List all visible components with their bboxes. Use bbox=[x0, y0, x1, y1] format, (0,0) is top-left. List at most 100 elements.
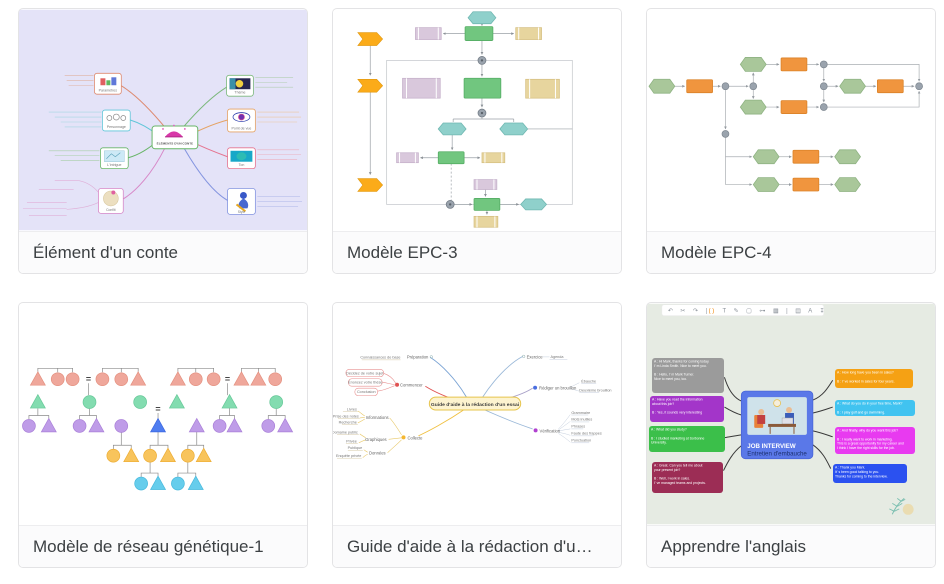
leaf-domaine-public: Domaine public bbox=[333, 430, 358, 434]
central-title-fr: Entretien d'embauche bbox=[747, 451, 807, 458]
dialogue-node-thanks: A : Thank you Mark. It' s been good talk… bbox=[833, 464, 907, 483]
svg-text:=: = bbox=[86, 374, 91, 384]
label-exercice: Exercice bbox=[527, 354, 544, 359]
generation-2-mint bbox=[29, 393, 284, 409]
collecte-sub-connectors bbox=[357, 410, 402, 458]
template-thumbnail bbox=[333, 9, 621, 231]
dialogue-node-sales: A : How long have you been in sales? B :… bbox=[835, 369, 913, 388]
epc4-diagram-preview bbox=[647, 9, 935, 231]
illustration-laptop bbox=[781, 417, 794, 425]
illustration-person-left-head bbox=[758, 409, 765, 415]
preparation-marker-icon bbox=[429, 355, 433, 359]
commencer-sub-connectors bbox=[377, 373, 396, 392]
dialogue-text: A : And finally, why do you want this jo… bbox=[837, 428, 904, 451]
proband-blue-triangle bbox=[149, 417, 167, 433]
illustration-person-right-head bbox=[786, 407, 792, 414]
label-graphiques: Graphiques bbox=[365, 437, 387, 442]
label-point-de-vue: Point de vue bbox=[232, 126, 252, 130]
toolbar-icons-group2: T ✎ ▢ ⊶ ▦ | ▤ A ↧ bbox=[722, 308, 827, 315]
template-card-guide-essai[interactable]: Guide d'aide à la rédaction d'un essai P… bbox=[332, 302, 622, 568]
leaf-recherche: Recherche bbox=[339, 420, 357, 424]
epc-connectors bbox=[368, 23, 573, 215]
right-sub-connectors bbox=[542, 356, 600, 444]
template-thumbnail: Guide d'aide à la rédaction d'un essai P… bbox=[333, 303, 621, 525]
dialogue-node-present-job: A : Great. Can you tell me about your pr… bbox=[652, 462, 723, 493]
generation-3-purple bbox=[22, 417, 294, 433]
topic-node-parametres: Paramètres bbox=[94, 72, 122, 95]
leaf-livres: Livres bbox=[347, 408, 357, 412]
toolbar-icons-group1: ↶ ✂ ↷ | bbox=[668, 308, 710, 315]
verification-dot bbox=[533, 428, 538, 433]
generation-5-cyan bbox=[134, 475, 204, 491]
dialogue-text: A : Hi Mark, thanks for coming today. I'… bbox=[654, 359, 710, 382]
template-card-element-conte[interactable]: Paramètres Personnage L'intrigue bbox=[18, 8, 308, 274]
template-card-epc4[interactable]: Modèle EPC-4 bbox=[646, 8, 936, 274]
template-thumbnail: ↶ ✂ ↷ | ( ) T ✎ ▢ ⊶ ▦ | ▤ A ↧ bbox=[647, 303, 935, 525]
leaf-decidez: Décidez de votre sujet bbox=[346, 371, 384, 375]
central-topic-node: JOB INTERVIEW Entretien d'embauche bbox=[740, 390, 814, 460]
epc3-diagram-preview bbox=[333, 9, 621, 231]
topic-node-theme: Thème bbox=[226, 74, 254, 97]
epc-connectors bbox=[674, 62, 921, 186]
leaf-mots-inutiles: Mots inutiles bbox=[571, 418, 592, 422]
epc-flag-shapes bbox=[357, 32, 384, 192]
dialogue-text: A : Have you read the information about … bbox=[652, 397, 703, 415]
svg-text:=: = bbox=[155, 404, 160, 414]
leaf-grammaire: Grammaire bbox=[571, 411, 590, 415]
collecte-dot bbox=[401, 435, 406, 440]
template-thumbnail: = = = bbox=[19, 303, 307, 525]
label-conflit: Conflit bbox=[106, 208, 116, 212]
epc-org-rects bbox=[396, 27, 498, 190]
template-card-reseau-genetique[interactable]: = = = bbox=[18, 302, 308, 568]
illustration-desk bbox=[768, 423, 796, 427]
label-personnage: Personnage bbox=[107, 125, 126, 129]
thumbnail-toolbar: ↶ ✂ ↷ | ( ) T ✎ ▢ ⊶ ▦ | ▤ A ↧ bbox=[661, 304, 827, 316]
plant-decoration bbox=[889, 498, 914, 515]
leaf-agenda: Agenda bbox=[550, 355, 564, 359]
epc-function-rects bbox=[686, 57, 904, 192]
leaf-underlines-left bbox=[336, 359, 401, 459]
leaf-enquete-privee: Enquête privée bbox=[336, 454, 361, 458]
dialogue-text: A : What did you study? B : I studied ma… bbox=[651, 427, 705, 445]
template-title: Guide d'aide à la rédaction d'u… bbox=[333, 525, 621, 567]
leaf-privee: Privée bbox=[346, 439, 357, 443]
illustration-lamp bbox=[773, 399, 781, 407]
epc-system-rects bbox=[473, 27, 560, 228]
generation-1-salmon bbox=[29, 371, 283, 387]
genetic-network-preview: = = = bbox=[19, 303, 307, 525]
central-topic-label: Guide d'aide à la rédaction d'un essai bbox=[431, 402, 520, 408]
svg-text:=: = bbox=[225, 374, 230, 384]
commencer-dot bbox=[395, 382, 400, 387]
label-collecte: Collecte bbox=[407, 435, 423, 440]
dialogue-text: A : Thank you Mark. It' s been good talk… bbox=[835, 465, 888, 479]
topic-node-style: Style bbox=[227, 188, 256, 215]
epc-event-hexagons bbox=[648, 57, 866, 192]
label-parametres: Paramètres bbox=[99, 89, 118, 93]
template-title: Modèle EPC-3 bbox=[333, 231, 621, 273]
label-commencer: Commencer bbox=[400, 383, 423, 388]
template-title: Élément d'un conte bbox=[19, 231, 307, 273]
central-topic-label: ÉLÉMENTS D'UN CONTE bbox=[157, 140, 193, 145]
branch-labels: Préparation Commencer Collecte Exercice … bbox=[365, 354, 577, 455]
mindmap-branches bbox=[418, 356, 533, 437]
dialogue-text: A : How long have you been in sales? B :… bbox=[837, 370, 895, 384]
leaf-labels: Connaissances de base Décidez de votre s… bbox=[333, 355, 612, 458]
template-card-apprendre-anglais[interactable]: ↶ ✂ ↷ | ( ) T ✎ ▢ ⊶ ▦ | ▤ A ↧ bbox=[646, 302, 936, 568]
label-rediger: Rédiger un brouillon bbox=[539, 386, 577, 391]
epc-junction-circles bbox=[721, 60, 923, 138]
epc-junction-circles bbox=[445, 56, 487, 209]
dialogue-text: A : What do you do in your free time, Ma… bbox=[837, 401, 903, 415]
central-title-en: JOB INTERVIEW bbox=[747, 443, 796, 450]
leaf-connaissances: Connaissances de base bbox=[360, 355, 400, 359]
leaf-publique: Publique bbox=[348, 446, 363, 450]
leaf-deuxieme-brouillon: Deuxième brouillon bbox=[579, 389, 611, 393]
topic-node-point-de-vue: Point de vue bbox=[227, 108, 256, 133]
template-card-epc3[interactable]: Modèle EPC-3 bbox=[332, 8, 622, 274]
dialogue-node-greeting: A : Hi Mark, thanks for coming today. I'… bbox=[652, 358, 724, 393]
mindmap-connectors bbox=[723, 377, 834, 471]
label-verification: Vérification bbox=[540, 428, 561, 433]
dialogue-node-why-job: A : And finally, why do you want this jo… bbox=[835, 427, 915, 454]
template-title: Modèle EPC-4 bbox=[647, 231, 935, 273]
essay-guide-mindmap-preview: Guide d'aide à la rédaction d'un essai P… bbox=[333, 303, 621, 525]
leaf-ebauche: Ébauche bbox=[581, 379, 596, 384]
